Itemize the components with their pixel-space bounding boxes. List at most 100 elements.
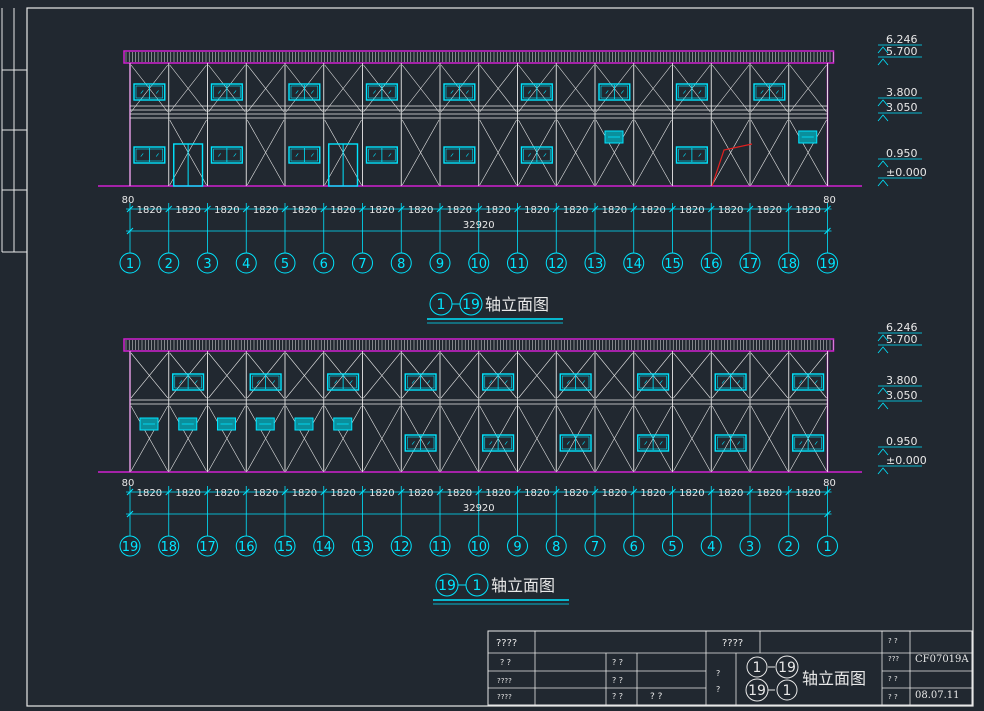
level-label: 6.246 xyxy=(886,321,918,334)
axis-bubble xyxy=(158,535,180,557)
axis-label: 7 xyxy=(358,257,366,272)
bay-dimension: 1820 xyxy=(330,488,355,499)
window xyxy=(288,146,321,164)
window xyxy=(675,146,708,164)
level-triangle xyxy=(877,334,889,342)
axis-label: 14 xyxy=(625,257,642,272)
axis-bubble xyxy=(352,252,373,274)
level-label: 3.800 xyxy=(886,374,918,387)
brace xyxy=(595,405,634,472)
window xyxy=(714,373,747,391)
window xyxy=(443,83,476,101)
bay-dimension: 1820 xyxy=(408,205,433,216)
tb-right-label-3: ? ? xyxy=(888,675,898,683)
bay-dimension: 1820 xyxy=(447,488,472,499)
axis-label: 13 xyxy=(587,257,604,272)
bay-dimension: 1820 xyxy=(718,488,743,499)
axis-bubble xyxy=(119,535,141,557)
glass-hatch xyxy=(775,90,779,94)
axis-bubble xyxy=(197,535,218,557)
bay-dimension: 1820 xyxy=(640,488,665,499)
window-sash xyxy=(484,375,512,389)
bay-dimension: 1820 xyxy=(524,205,549,216)
dimension-arrow xyxy=(126,488,134,496)
dimension-arrow xyxy=(397,488,405,496)
window-sash xyxy=(406,375,435,389)
window-sash xyxy=(484,436,512,450)
glass-hatch xyxy=(373,153,376,157)
glass-hatch xyxy=(334,380,338,384)
glass-hatch xyxy=(388,153,392,157)
window xyxy=(133,83,166,101)
tb-label-mid-1: ? xyxy=(716,669,720,678)
level-label: 3.050 xyxy=(886,101,918,114)
tb-axis-bottom-to: 1 xyxy=(783,683,792,699)
window xyxy=(714,434,747,452)
axis-bubble xyxy=(197,252,218,274)
glass-hatch xyxy=(799,380,803,384)
window xyxy=(133,146,166,164)
title-axis-from: 1 xyxy=(437,297,446,313)
level-label: 5.700 xyxy=(886,45,918,58)
dimension-arrow xyxy=(320,488,328,496)
dimension-arrow xyxy=(126,510,134,518)
dimension-arrow xyxy=(591,488,599,496)
bay-dimension: 1820 xyxy=(408,488,433,499)
window-sash xyxy=(406,436,435,450)
tb-right-label-1: ? ? xyxy=(888,637,898,645)
glass-hatch xyxy=(373,90,376,94)
glass-hatch xyxy=(644,441,648,445)
window-sash xyxy=(251,375,280,389)
level-label: 0.950 xyxy=(886,147,918,160)
glass-hatch xyxy=(799,441,803,445)
axis-bubble xyxy=(700,535,722,557)
brace xyxy=(169,405,207,472)
window xyxy=(675,83,708,101)
dimension-arrow xyxy=(669,488,676,496)
brace xyxy=(402,64,440,113)
axis-label: 18 xyxy=(780,257,797,272)
axis-bubble xyxy=(739,535,761,557)
level-triangle xyxy=(877,114,889,122)
brace xyxy=(247,64,285,113)
axis-label: 5 xyxy=(281,257,289,272)
axis-label: 2 xyxy=(785,540,793,555)
axis-bubble xyxy=(429,535,451,557)
axis-label: 4 xyxy=(707,540,715,555)
bay-dimension: 1820 xyxy=(369,488,394,499)
glass-hatch xyxy=(814,380,818,384)
axis-label: 15 xyxy=(664,257,681,272)
bay-dimension: 1820 xyxy=(602,488,627,499)
level-triangle xyxy=(877,58,889,66)
brace xyxy=(789,119,827,186)
brace xyxy=(324,405,362,472)
level-label: 0.950 xyxy=(886,435,918,448)
dimension-arrow xyxy=(397,205,405,213)
bay-dimension: 1820 xyxy=(253,488,278,499)
brace xyxy=(130,352,168,399)
brace xyxy=(673,352,711,399)
bay-dimension: 1820 xyxy=(330,205,355,216)
window-sash xyxy=(794,436,822,450)
brace xyxy=(479,119,517,186)
total-dimension: 32920 xyxy=(463,503,495,514)
glass-hatch xyxy=(566,441,570,445)
window-sash xyxy=(639,375,667,389)
glass-hatch xyxy=(760,90,764,94)
bay-dimension: 1820 xyxy=(447,205,472,216)
glass-hatch xyxy=(683,153,686,157)
level-label: 5.700 xyxy=(886,333,918,346)
dimension-arrow xyxy=(281,205,289,213)
axis-bubble xyxy=(390,252,412,274)
title-axis-to: 19 xyxy=(462,297,480,313)
window-sash xyxy=(678,85,706,99)
dimension-arrow xyxy=(552,488,560,496)
title-axis-bubble xyxy=(459,292,483,316)
brace xyxy=(285,352,323,399)
bay-dimension: 1820 xyxy=(757,205,782,216)
brace xyxy=(246,405,285,472)
window xyxy=(637,434,670,452)
tb-label-r3b: ? ? xyxy=(612,676,623,685)
brace xyxy=(246,119,285,186)
